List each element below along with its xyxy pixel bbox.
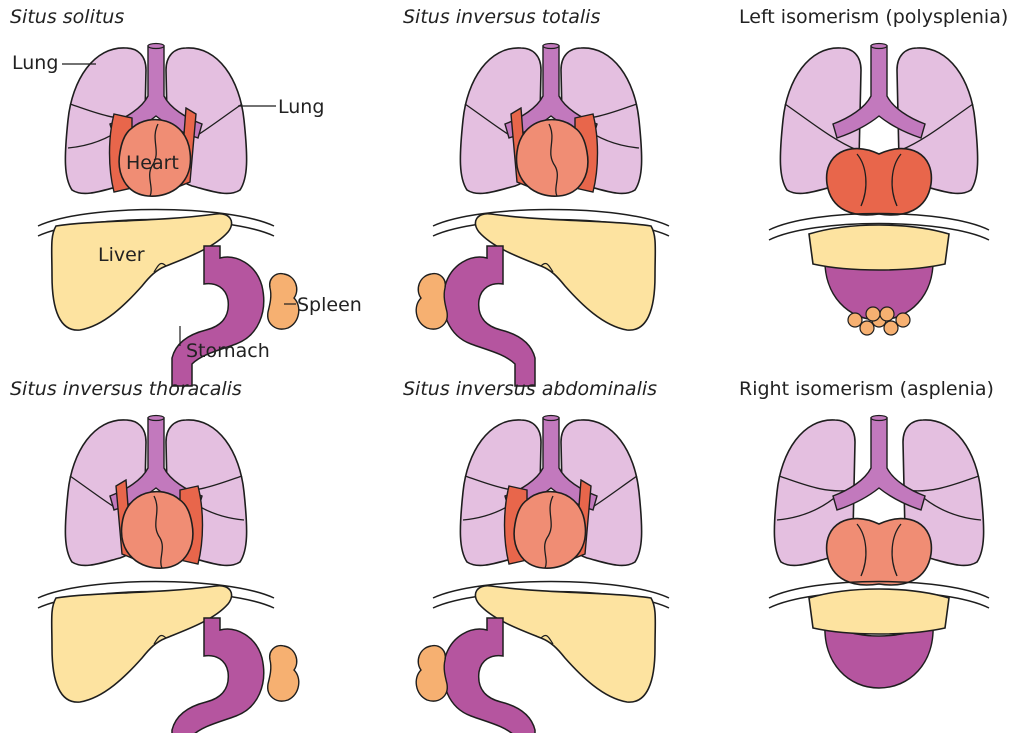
spleen-nodule bbox=[896, 313, 910, 327]
anatomy-illustration bbox=[395, 0, 739, 361]
panel-left-isomerism: Left isomerism (polysplenia) bbox=[725, 0, 1033, 361]
anatomy-illustration bbox=[725, 372, 1033, 722]
heart-shape bbox=[827, 519, 932, 585]
liver-shape bbox=[809, 589, 949, 634]
label-lung-left: Lung bbox=[12, 52, 58, 74]
label-lung-right: Lung bbox=[278, 96, 324, 118]
spleen-shape bbox=[268, 274, 299, 329]
stomach bbox=[443, 246, 535, 386]
liver bbox=[809, 589, 949, 634]
heart-ventricle bbox=[514, 492, 585, 569]
spleen-nodule bbox=[848, 313, 862, 327]
anatomy-illustration bbox=[725, 0, 1033, 361]
heart bbox=[827, 149, 932, 215]
trachea-top bbox=[148, 44, 164, 49]
heart bbox=[827, 519, 932, 585]
panel-situs-inversus-totalis: Situs inversus totalis bbox=[395, 0, 739, 361]
trachea-top bbox=[871, 44, 887, 49]
heart-ventricle bbox=[517, 120, 588, 197]
spleen-shape bbox=[416, 274, 447, 329]
spleen bbox=[268, 646, 299, 701]
panel-situs-solitus: Situs solitus Lung Lung Heart Liver Sple… bbox=[0, 0, 344, 361]
anatomy-illustration bbox=[395, 372, 739, 722]
spleen-nodule bbox=[880, 307, 894, 321]
spleen bbox=[268, 274, 299, 329]
stomach-shape bbox=[443, 618, 535, 733]
label-liver: Liver bbox=[98, 244, 145, 266]
stomach bbox=[172, 246, 264, 386]
spleen bbox=[416, 274, 447, 329]
heart-shape bbox=[827, 149, 932, 215]
stomach-shape bbox=[172, 246, 264, 386]
spleen-nodule bbox=[866, 307, 880, 321]
trachea-top bbox=[543, 44, 559, 49]
heart-ventricle bbox=[122, 492, 193, 569]
stomach-shape bbox=[443, 246, 535, 386]
panel-situs-inversus-thoracalis: Situs inversus thoracalis bbox=[0, 372, 344, 733]
trachea-top bbox=[543, 416, 559, 421]
trachea-top bbox=[871, 416, 887, 421]
label-spleen: Spleen bbox=[297, 294, 362, 316]
spleen bbox=[416, 646, 447, 701]
label-heart: Heart bbox=[126, 152, 179, 174]
stomach bbox=[172, 618, 264, 733]
stomach bbox=[443, 618, 535, 733]
anatomy-illustration bbox=[0, 372, 344, 722]
trachea-top bbox=[148, 416, 164, 421]
panel-situs-inversus-abdominalis: Situs inversus abdominalis bbox=[395, 372, 739, 733]
panel-right-isomerism: Right isomerism (asplenia) bbox=[725, 372, 1033, 733]
spleen-nodule bbox=[884, 321, 898, 335]
spleen-shape bbox=[416, 646, 447, 701]
label-stomach: Stomach bbox=[186, 340, 270, 362]
spleen-nodule bbox=[860, 321, 874, 335]
liver bbox=[809, 225, 949, 270]
stomach-shape bbox=[172, 618, 264, 733]
spleen-shape bbox=[268, 646, 299, 701]
liver-shape bbox=[809, 225, 949, 270]
